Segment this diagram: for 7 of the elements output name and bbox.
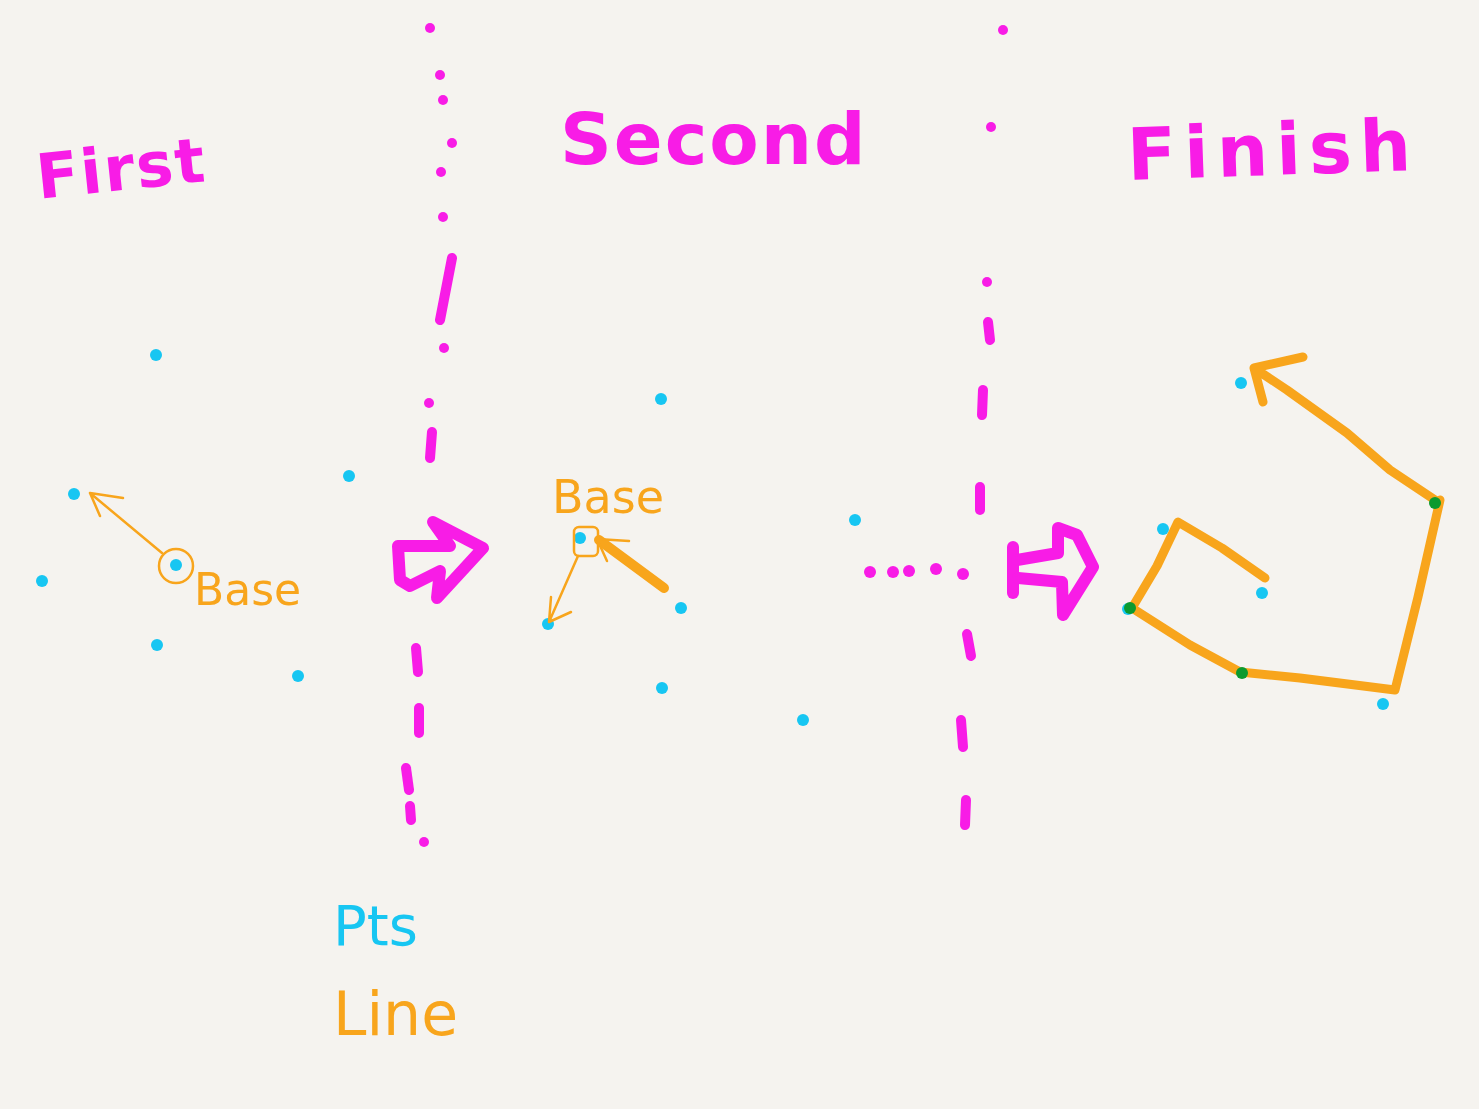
panel-heading: Second <box>560 103 868 175</box>
panel-heading: Finish <box>1125 108 1421 192</box>
key-label: Line <box>333 984 459 1044</box>
base-label: Base <box>194 568 302 612</box>
base-label: Base <box>552 474 664 520</box>
panel-heading: First <box>33 129 210 209</box>
key-label: Pts <box>333 898 418 954</box>
